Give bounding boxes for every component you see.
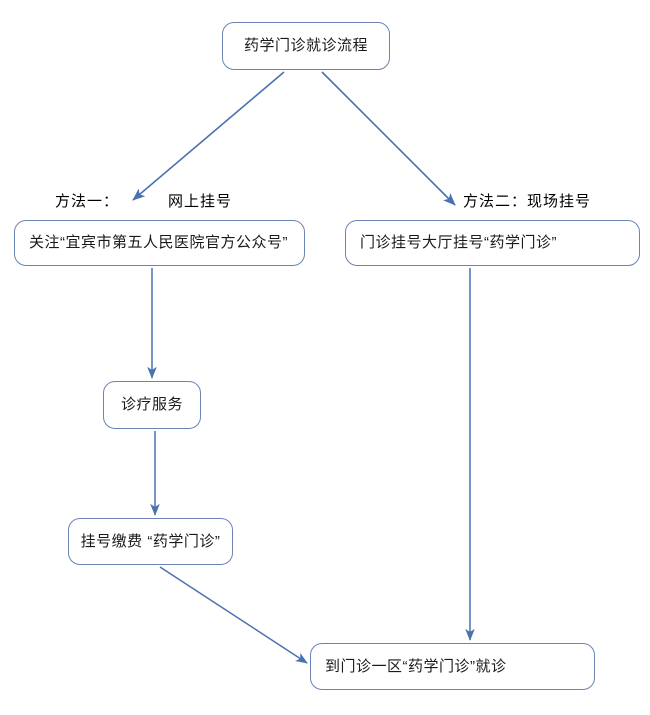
- node-follow-wechat-official-account[interactable]: 关注“宜宾市第五人民医院官方公众号”: [14, 220, 305, 266]
- edge-label-method-two: 方法二：现场挂号: [463, 193, 592, 210]
- arrow-title-to-method-one: [132, 71, 285, 201]
- edge-label-online-registration: 网上挂号: [168, 193, 233, 210]
- node-title-pharmacy-clinic-process[interactable]: 药学门诊就诊流程: [222, 22, 390, 70]
- node-go-to-clinic-area-one[interactable]: 到门诊一区“药学门诊”就诊: [310, 643, 595, 690]
- node-register-at-outpatient-hall[interactable]: 门诊挂号大厅挂号“药学门诊”: [345, 220, 640, 266]
- node-registration-payment[interactable]: 挂号缴费 “药学门诊”: [68, 518, 233, 565]
- arrow-title-to-method-two: [321, 71, 456, 206]
- node-diagnosis-service[interactable]: 诊疗服务: [103, 381, 201, 429]
- edge-label-method-one: 方法一：: [55, 193, 120, 210]
- arrow-payment-to-visit: [159, 566, 308, 664]
